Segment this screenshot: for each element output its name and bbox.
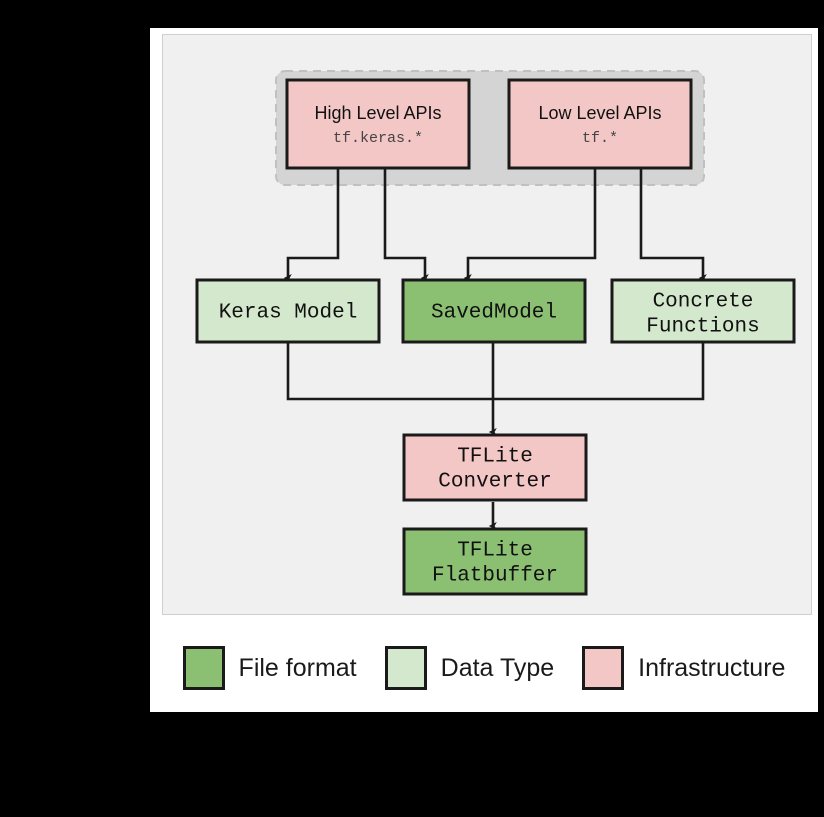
node-low-level-apis-subtitle: tf.* [582, 130, 618, 147]
node-high-level-apis-title: High Level APIs [314, 103, 441, 123]
node-tflite-converter-label-line2: Converter [438, 471, 551, 494]
node-saved-model[interactable]: SavedModel [401, 278, 587, 344]
node-tflite-flatbuffer-label-line2: Flatbuffer [432, 565, 558, 588]
node-saved-model-label: SavedModel [431, 302, 557, 325]
edge-concrete-functions-to-bus [493, 342, 705, 401]
node-concrete-functions[interactable]: Concrete Functions [610, 278, 796, 344]
edge-low-level-to-concrete-functions [639, 168, 707, 282]
legend-swatch-infrastructure [582, 646, 625, 690]
legend-swatch-file-format [182, 646, 225, 690]
edge-high-level-to-saved-model [383, 168, 429, 282]
edge-high-level-to-keras-model [283, 168, 340, 282]
edge-low-level-to-saved-model [463, 168, 597, 282]
node-keras-model-label: Keras Model [219, 302, 358, 325]
node-tflite-converter[interactable]: TFLite Converter [402, 433, 588, 502]
legend-item-infrastructure[interactable]: Infrastructure [582, 646, 785, 690]
legend-label-infrastructure: Infrastructure [638, 653, 786, 682]
node-keras-model[interactable]: Keras Model [195, 278, 381, 344]
node-concrete-functions-label-line1: Concrete [653, 291, 754, 314]
node-low-level-apis[interactable]: Low Level APIs tf.* [507, 78, 693, 170]
figure-card: High Level APIs tf.keras.* Low Level API… [150, 28, 818, 712]
legend-item-file-format[interactable]: File format [182, 646, 357, 690]
node-tflite-flatbuffer-label-line1: TFLite [457, 540, 533, 563]
node-high-level-apis-subtitle: tf.keras.* [333, 130, 423, 147]
node-concrete-functions-label-line2: Functions [646, 316, 759, 339]
legend: File format Data Type Infrastructure [150, 628, 818, 708]
node-low-level-apis-title: Low Level APIs [538, 103, 661, 123]
flowchart-svg: High Level APIs tf.keras.* Low Level API… [195, 70, 796, 596]
diagram-panel: High Level APIs tf.keras.* Low Level API… [162, 34, 812, 615]
node-tflite-flatbuffer[interactable]: TFLite Flatbuffer [402, 527, 588, 596]
node-high-level-apis[interactable]: High Level APIs tf.keras.* [285, 78, 471, 170]
legend-label-file-format: File format [238, 653, 357, 682]
legend-item-data-type[interactable]: Data Type [384, 646, 555, 690]
legend-swatch-data-type [384, 646, 427, 690]
node-tflite-converter-label-line1: TFLite [457, 446, 533, 469]
edge-keras-model-to-bus [286, 342, 493, 401]
legend-label-data-type: Data Type [440, 653, 555, 682]
